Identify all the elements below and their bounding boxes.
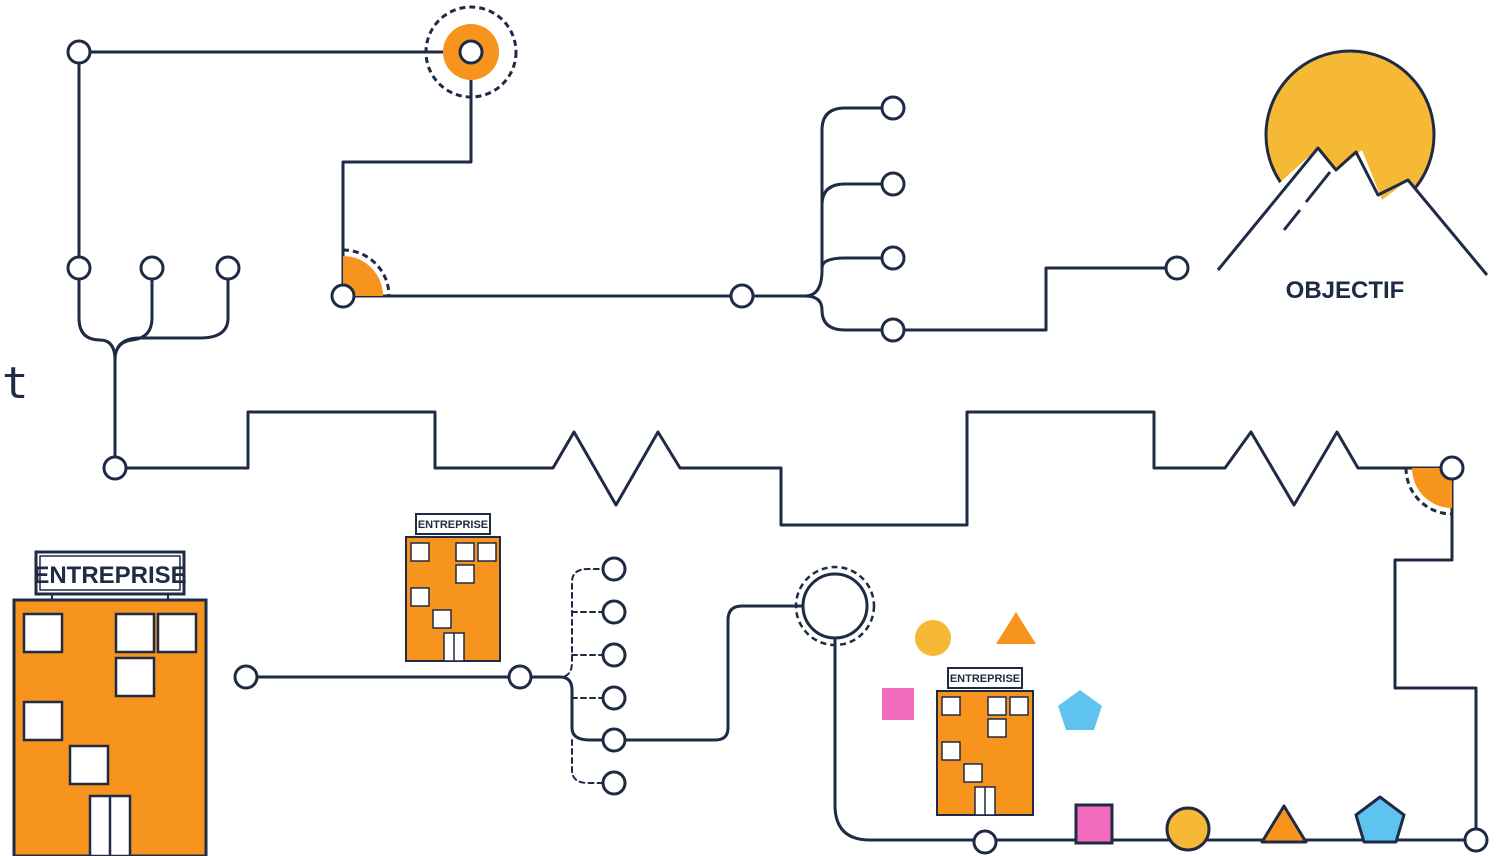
yellow-circle-on-line: [1165, 806, 1211, 852]
node: [1439, 455, 1465, 481]
pink-square-on-line: [1074, 803, 1114, 845]
yellow-circle-shape: [915, 620, 951, 656]
node: [458, 39, 484, 65]
node: [139, 255, 165, 281]
orange-triangle-on-line: [1260, 804, 1308, 844]
path-top-loop: [77, 50, 473, 298]
node: [601, 727, 627, 753]
company-building-medium: ENTREPRISE: [405, 513, 501, 662]
pink-square-shape: [882, 688, 914, 720]
blue-pentagon-on-line: [1354, 795, 1406, 844]
node: [66, 255, 92, 281]
node: [880, 245, 906, 271]
objective-icon: OBJECTIF: [1216, 49, 1489, 304]
node: [601, 599, 627, 625]
node: [601, 770, 627, 796]
path-branch-merge: [77, 266, 230, 470]
node: [880, 95, 906, 121]
node: [102, 455, 128, 481]
path-zigzag-road: [113, 410, 1454, 527]
path-to-objective: [891, 266, 1179, 332]
node: [972, 829, 998, 855]
company-sign-medium: ENTREPRISE: [418, 519, 488, 531]
node: [1463, 827, 1489, 853]
stray-text-fragment: t: [2, 358, 29, 409]
path-bottom-line: [833, 638, 1478, 842]
path-solid-branch: [518, 675, 616, 742]
node: [215, 255, 241, 281]
blue-pentagon-shape: [1058, 690, 1102, 730]
company-building-small: ENTREPRISE: [936, 667, 1034, 816]
node: [880, 317, 906, 343]
node: [601, 685, 627, 711]
company-sign-small: ENTREPRISE: [950, 673, 1020, 685]
path-dashed-branches: [519, 568, 615, 784]
company-building-large: ENTREPRISE: [12, 550, 208, 856]
orange-triangle-shape: [996, 612, 1036, 644]
orange-accent-corner: [342, 248, 391, 297]
node: [729, 283, 755, 309]
hub-node: [794, 565, 876, 647]
orange-accent-right: [1404, 467, 1453, 516]
node: [330, 283, 356, 309]
company-sign-large: ENTREPRISE: [33, 562, 186, 589]
node: [1164, 255, 1190, 281]
node: [601, 642, 627, 668]
node: [233, 664, 259, 690]
node: [601, 556, 627, 582]
path-fan-branches: [740, 106, 895, 332]
node: [880, 171, 906, 197]
node: [507, 664, 533, 690]
path-right-descent: [1393, 466, 1478, 842]
path-lower-network: [244, 604, 807, 742]
objective-label: OBJECTIF: [1286, 277, 1405, 304]
node: [66, 39, 92, 65]
